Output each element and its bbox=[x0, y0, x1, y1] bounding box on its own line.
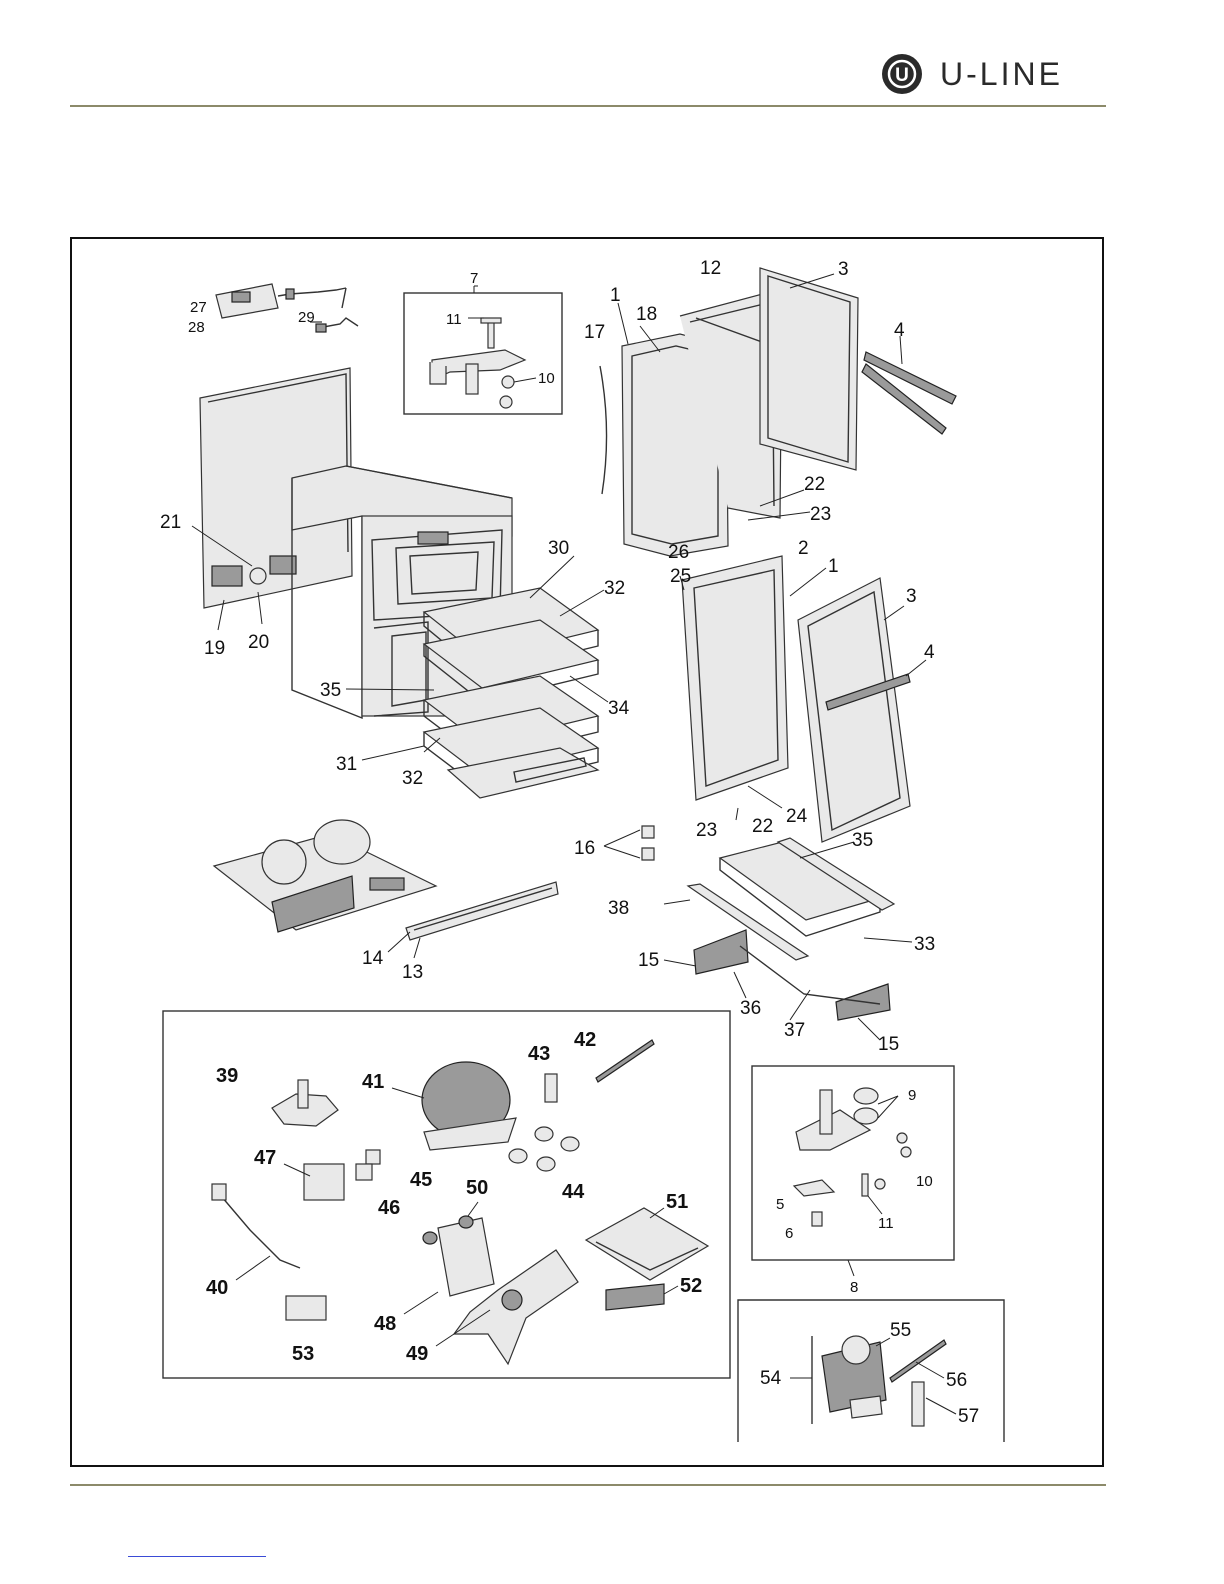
footer-link-underline[interactable] bbox=[128, 1556, 266, 1557]
callout-17: 17 bbox=[584, 322, 605, 343]
callout-44: 44 bbox=[562, 1181, 585, 1203]
callout-38: 38 bbox=[608, 898, 629, 919]
callout-27: 27 bbox=[190, 299, 207, 316]
callout-29: 29 bbox=[298, 309, 315, 326]
callout-32a: 32 bbox=[604, 578, 625, 599]
callout-24: 24 bbox=[786, 806, 808, 827]
callout-49: 49 bbox=[406, 1343, 428, 1365]
callout-40: 40 bbox=[206, 1277, 228, 1299]
callout-2: 2 bbox=[798, 538, 809, 559]
callout-42: 42 bbox=[574, 1029, 596, 1051]
callout-22a: 22 bbox=[804, 474, 825, 495]
callout-45: 45 bbox=[410, 1169, 432, 1191]
callout-25: 25 bbox=[670, 566, 691, 587]
callout-35b: 35 bbox=[852, 830, 873, 851]
callout-8: 8 bbox=[850, 1279, 858, 1296]
callout-9: 9 bbox=[908, 1087, 916, 1104]
callout-4a: 4 bbox=[894, 320, 905, 341]
callout-23b: 23 bbox=[696, 820, 717, 841]
callout-16: 16 bbox=[574, 838, 595, 859]
callout-18: 18 bbox=[636, 304, 657, 325]
callout-1b: 1 bbox=[828, 556, 839, 577]
callout-15a: 15 bbox=[638, 950, 659, 971]
callout-15b: 15 bbox=[878, 1034, 899, 1055]
callout-35a: 35 bbox=[320, 680, 341, 701]
callout-52: 52 bbox=[680, 1275, 702, 1297]
callout-5: 5 bbox=[776, 1196, 784, 1213]
callout-36: 36 bbox=[740, 998, 761, 1019]
footer-rule bbox=[70, 1484, 1106, 1486]
callout-41: 41 bbox=[362, 1071, 384, 1093]
callout-55: 55 bbox=[890, 1320, 911, 1341]
callout-23a: 23 bbox=[810, 504, 831, 525]
callout-46: 46 bbox=[378, 1197, 400, 1219]
callout-43: 43 bbox=[528, 1043, 550, 1065]
callout-19: 19 bbox=[204, 638, 225, 659]
base-unit bbox=[214, 820, 558, 958]
callout-50: 50 bbox=[466, 1177, 488, 1199]
callout-20: 20 bbox=[248, 632, 269, 653]
callout-10a: 10 bbox=[538, 370, 555, 387]
compressor-kit-box bbox=[163, 1011, 730, 1378]
callout-30: 30 bbox=[548, 538, 569, 559]
callout-32b: 32 bbox=[402, 768, 423, 789]
callout-11b: 11 bbox=[878, 1215, 894, 1232]
callout-47: 47 bbox=[254, 1147, 276, 1169]
callout-14: 14 bbox=[362, 948, 384, 969]
callout-53: 53 bbox=[292, 1343, 314, 1365]
callout-31: 31 bbox=[336, 754, 357, 775]
callout-34: 34 bbox=[608, 698, 630, 719]
callout-6: 6 bbox=[785, 1225, 793, 1242]
callout-51: 51 bbox=[666, 1191, 688, 1213]
callout-48: 48 bbox=[374, 1313, 396, 1335]
hinge-kit-8-box bbox=[752, 1066, 954, 1276]
callout-28: 28 bbox=[188, 319, 205, 336]
callout-33: 33 bbox=[914, 934, 935, 955]
callout-26: 26 bbox=[668, 542, 689, 563]
callout-1a: 1 bbox=[610, 285, 621, 306]
lamp-assembly bbox=[216, 284, 358, 332]
callout-39: 39 bbox=[216, 1065, 238, 1087]
callout-57: 57 bbox=[958, 1406, 979, 1427]
drawer-assembly bbox=[664, 838, 912, 1040]
callout-7: 7 bbox=[470, 270, 478, 287]
lower-door bbox=[680, 556, 926, 842]
callout-54: 54 bbox=[760, 1368, 782, 1389]
callout-12: 12 bbox=[700, 258, 721, 279]
callout-37: 37 bbox=[784, 1020, 805, 1041]
callout-4b: 4 bbox=[924, 642, 935, 663]
callout-13: 13 bbox=[402, 962, 423, 983]
callout-3a: 3 bbox=[838, 259, 849, 280]
callout-21: 21 bbox=[160, 512, 181, 533]
callout-56: 56 bbox=[946, 1370, 967, 1391]
drawer-brackets bbox=[604, 826, 654, 860]
callout-3b: 3 bbox=[906, 586, 917, 607]
callout-22b: 22 bbox=[752, 816, 773, 837]
callout-11a: 11 bbox=[446, 311, 462, 328]
callout-10b: 10 bbox=[916, 1173, 933, 1190]
